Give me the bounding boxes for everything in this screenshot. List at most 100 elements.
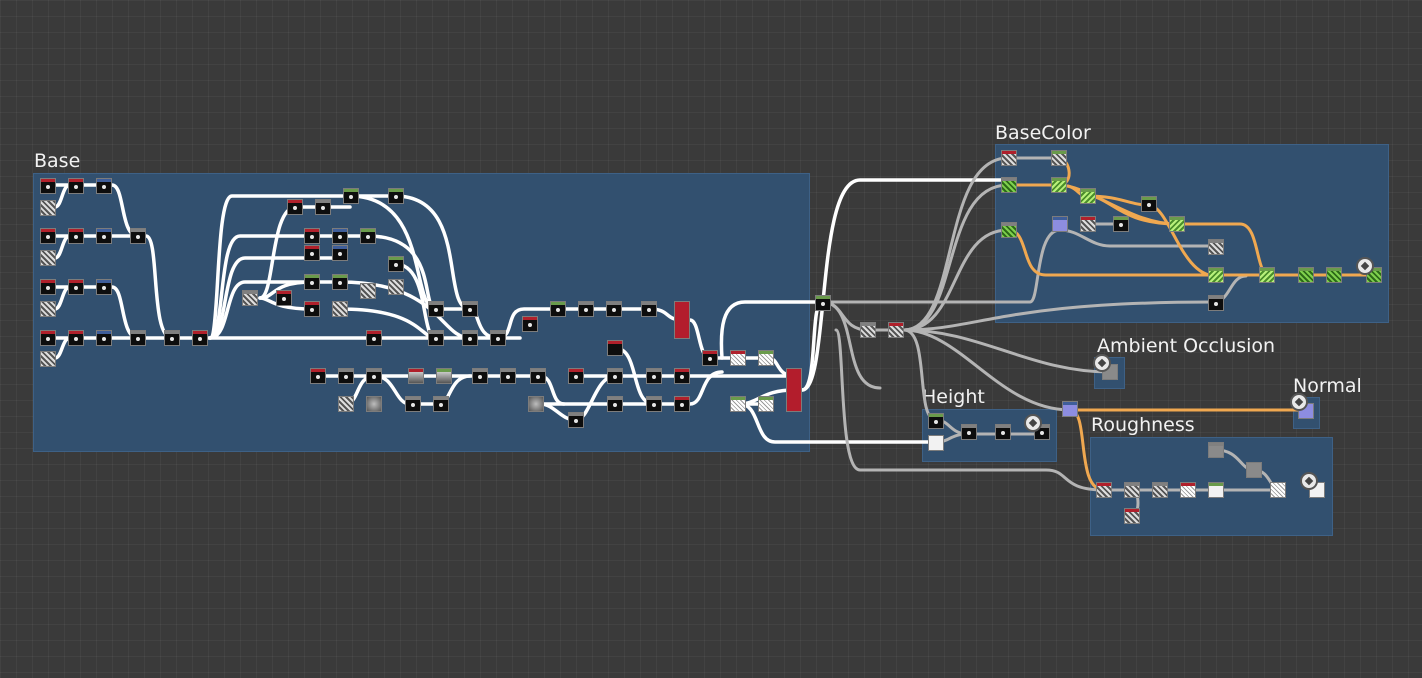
output-node-icon[interactable] (1300, 472, 1318, 490)
graph-node[interactable] (428, 330, 444, 346)
graph-node[interactable] (96, 279, 112, 295)
graph-node[interactable] (436, 368, 452, 384)
graph-node[interactable] (607, 340, 623, 356)
graph-node[interactable] (758, 350, 774, 366)
graph-node[interactable] (1001, 222, 1017, 238)
graph-node[interactable] (490, 330, 506, 346)
graph-node[interactable] (1113, 216, 1129, 232)
graph-node[interactable] (130, 228, 146, 244)
graph-node[interactable] (1208, 267, 1224, 283)
graph-node[interactable] (1124, 482, 1140, 498)
graph-node[interactable] (1270, 482, 1286, 498)
graph-node[interactable] (310, 368, 326, 384)
graph-node[interactable] (1001, 150, 1017, 166)
output-node-icon[interactable] (1024, 414, 1042, 432)
graph-node[interactable] (550, 301, 566, 317)
graph-node[interactable] (1169, 216, 1185, 232)
graph-node[interactable] (530, 368, 546, 384)
graph-node[interactable] (40, 250, 56, 266)
graph-node[interactable] (522, 316, 538, 332)
graph-node[interactable] (96, 330, 112, 346)
graph-node[interactable] (641, 301, 657, 317)
graph-node[interactable] (276, 290, 292, 306)
graph-node[interactable] (40, 301, 56, 317)
graph-node[interactable] (1096, 482, 1112, 498)
graph-node[interactable] (1259, 267, 1275, 283)
graph-node[interactable] (1208, 482, 1224, 498)
graph-node[interactable] (928, 435, 944, 451)
graph-node[interactable] (360, 228, 376, 244)
graph-node[interactable] (860, 322, 876, 338)
graph-node[interactable] (462, 330, 478, 346)
graph-node[interactable] (961, 424, 977, 440)
graph-node[interactable] (332, 301, 348, 317)
graph-node[interactable] (568, 368, 584, 384)
graph-node[interactable] (388, 188, 404, 204)
graph-node[interactable] (408, 368, 424, 384)
graph-node[interactable] (433, 396, 449, 412)
graph-node[interactable] (1062, 401, 1078, 417)
graph-node[interactable] (500, 368, 516, 384)
graph-node[interactable] (360, 283, 376, 299)
graph-node[interactable] (405, 396, 421, 412)
graph-node[interactable] (304, 245, 320, 261)
graph-node[interactable] (674, 368, 690, 384)
graph-node[interactable] (68, 178, 84, 194)
frame-basecolor[interactable] (995, 144, 1389, 323)
graph-node[interactable] (1051, 150, 1067, 166)
graph-node[interactable] (674, 301, 690, 339)
graph-node[interactable] (315, 199, 331, 215)
graph-node[interactable] (528, 396, 544, 412)
graph-node[interactable] (338, 368, 354, 384)
graph-node[interactable] (1208, 295, 1224, 311)
graph-node[interactable] (646, 368, 662, 384)
graph-node[interactable] (1080, 188, 1096, 204)
graph-node[interactable] (343, 188, 359, 204)
graph-node[interactable] (568, 412, 584, 428)
graph-node[interactable] (428, 301, 444, 317)
graph-node[interactable] (366, 396, 382, 412)
graph-node[interactable] (472, 368, 488, 384)
graph-node[interactable] (1051, 177, 1067, 193)
output-node-icon[interactable] (1093, 354, 1111, 372)
graph-node[interactable] (815, 295, 831, 311)
graph-node[interactable] (1001, 177, 1017, 193)
graph-node[interactable] (68, 279, 84, 295)
graph-node[interactable] (287, 199, 303, 215)
graph-node[interactable] (1141, 196, 1157, 212)
graph-node[interactable] (1298, 267, 1314, 283)
graph-node[interactable] (40, 228, 56, 244)
graph-node[interactable] (164, 330, 180, 346)
graph-node[interactable] (1152, 482, 1168, 498)
graph-node[interactable] (758, 396, 774, 412)
graph-node[interactable] (130, 330, 146, 346)
graph-node[interactable] (646, 396, 662, 412)
graph-node[interactable] (462, 301, 478, 317)
graph-node[interactable] (1208, 239, 1224, 255)
graph-node[interactable] (96, 228, 112, 244)
graph-node[interactable] (68, 330, 84, 346)
graph-node[interactable] (1246, 462, 1262, 478)
graph-node[interactable] (1180, 482, 1196, 498)
graph-node[interactable] (606, 301, 622, 317)
graph-node[interactable] (730, 396, 746, 412)
graph-node[interactable] (607, 368, 623, 384)
graph-node[interactable] (786, 368, 802, 412)
graph-node[interactable] (304, 228, 320, 244)
graph-node[interactable] (1052, 216, 1068, 232)
graph-node[interactable] (40, 279, 56, 295)
graph-node[interactable] (366, 330, 382, 346)
graph-node[interactable] (304, 274, 320, 290)
graph-node[interactable] (366, 368, 382, 384)
graph-node[interactable] (607, 396, 623, 412)
graph-node[interactable] (332, 228, 348, 244)
graph-node[interactable] (40, 178, 56, 194)
graph-node[interactable] (40, 330, 56, 346)
graph-node[interactable] (332, 245, 348, 261)
graph-node[interactable] (1326, 267, 1342, 283)
graph-node[interactable] (1124, 508, 1140, 524)
graph-node[interactable] (242, 290, 258, 306)
graph-node[interactable] (338, 396, 354, 412)
graph-node[interactable] (702, 350, 718, 366)
